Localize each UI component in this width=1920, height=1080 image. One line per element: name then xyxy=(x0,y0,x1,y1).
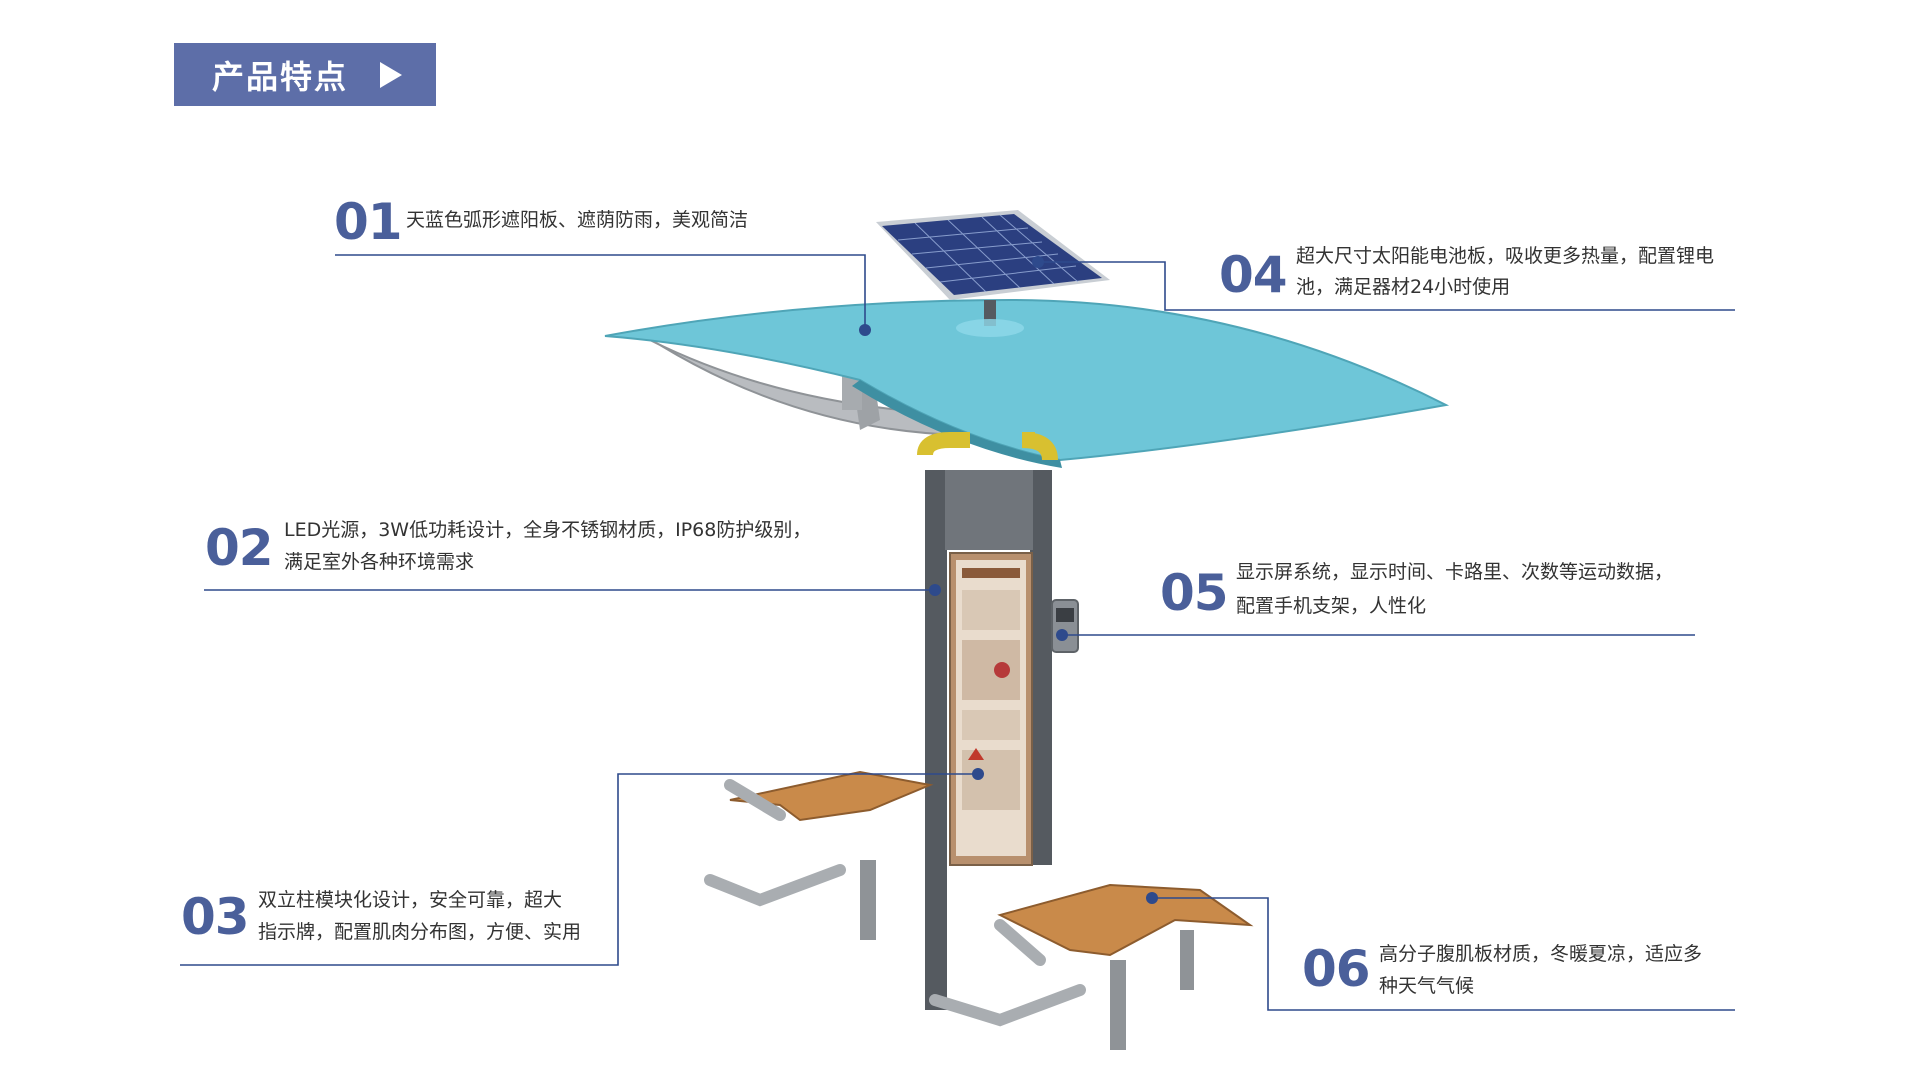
sun-canopy xyxy=(604,298,1450,462)
bench-left-frame xyxy=(704,779,846,907)
feature-number: 01 xyxy=(334,193,403,251)
post-cap-left xyxy=(917,432,970,456)
feature-number: 06 xyxy=(1302,940,1371,998)
feature-text-line: 双立柱模块化设计，安全可靠，超大 xyxy=(258,889,563,911)
bench-right-board xyxy=(997,883,1254,957)
feature-text-line: 配置手机支架，人性化 xyxy=(1236,595,1427,617)
callout-dot-01 xyxy=(859,324,871,336)
feature-text-line: 天蓝色弧形遮阳板、遮荫防雨，美观简洁 xyxy=(406,209,749,231)
solar-mount-glow xyxy=(956,319,1024,337)
feature-text-line: 高分子腹肌板材质，冬暖夏凉，适应多 xyxy=(1379,943,1703,965)
solar-panel xyxy=(876,210,1110,300)
sign-muscle-diagram xyxy=(962,640,1020,700)
feature-number: 04 xyxy=(1219,246,1288,304)
display-screen-panel xyxy=(1056,608,1074,622)
section-title: 产品特点 xyxy=(212,57,349,96)
callout-dot-03 xyxy=(972,768,984,780)
callout-lines xyxy=(180,254,1735,1011)
canopy-edge xyxy=(852,380,1062,468)
callout-dot-05 xyxy=(1056,629,1068,641)
feature-text-line: 指示牌，配置肌肉分布图，方便、实用 xyxy=(258,921,582,943)
play-arrow-icon xyxy=(380,61,403,88)
section-header: 产品特点 xyxy=(174,43,436,106)
sign-text-block xyxy=(962,590,1020,630)
feature-text-line: 超大尺寸太阳能电池板，吸收更多热量，配置锂电 xyxy=(1296,245,1715,267)
callout-line-04 xyxy=(1038,261,1735,311)
bench-right-leg xyxy=(1110,960,1126,1050)
feature-text-line: LED光源，3W低功耗设计，全身不锈钢材质，IP68防护级别， xyxy=(284,519,812,541)
callout-dot-02 xyxy=(929,584,941,596)
callout-line-01 xyxy=(335,254,866,330)
feature-text-line: 种天气气候 xyxy=(1379,975,1475,997)
post-cap-right xyxy=(1021,432,1058,461)
feature-number: 02 xyxy=(205,519,274,577)
post-right xyxy=(1030,470,1052,865)
sign-muscle-highlight xyxy=(994,662,1010,678)
bench-left-leg xyxy=(860,860,876,940)
callout-dots xyxy=(859,256,1158,904)
feature-number: 03 xyxy=(181,888,250,946)
callout-dot-04 xyxy=(1032,256,1044,268)
feature-number: 05 xyxy=(1160,564,1229,622)
post-top-panel xyxy=(945,470,1033,550)
sign-title-bar xyxy=(962,568,1020,578)
bench-right-support xyxy=(1180,930,1194,990)
feature-text-line: 满足室外各种环境需求 xyxy=(284,551,475,573)
bench-left-board xyxy=(729,770,934,822)
callout-dot-06 xyxy=(1146,892,1158,904)
post-left xyxy=(925,470,947,1010)
sign-icons xyxy=(962,710,1020,740)
feature-text-line: 池，满足器材24小时使用 xyxy=(1296,276,1511,298)
callout-line-06 xyxy=(1152,897,1735,1011)
feature-text-line: 显示屏系统，显示时间、卡路里、次数等运动数据， xyxy=(1236,561,1674,583)
warning-icon xyxy=(968,748,984,760)
bench-right-frame xyxy=(929,919,1086,1027)
display-screen xyxy=(1051,599,1079,653)
callout-line-03 xyxy=(180,773,978,966)
